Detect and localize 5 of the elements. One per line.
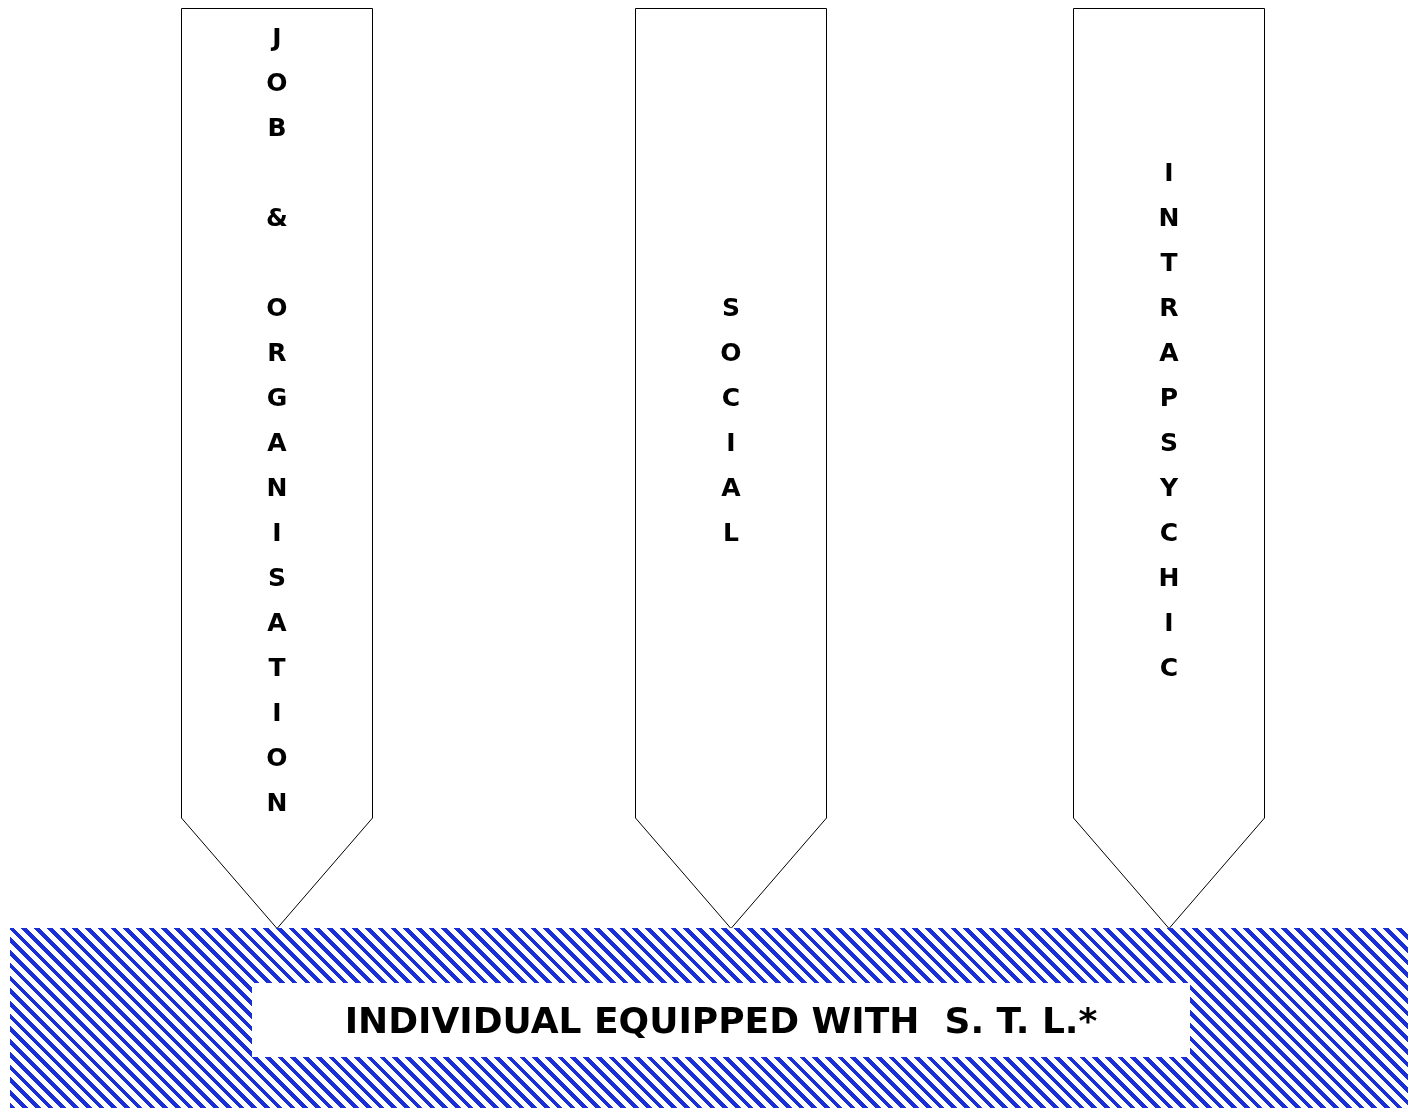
hatched-band: [10, 928, 1408, 1108]
band-label: INDIVIDUAL EQUIPPED WITH S. T. L.*: [252, 983, 1190, 1057]
vertical-label: JOB & ORGANISATION: [262, 23, 292, 833]
vertical-label: INTRAPSYCHIC: [1154, 158, 1184, 698]
vertical-label: SOCIAL: [716, 293, 746, 563]
